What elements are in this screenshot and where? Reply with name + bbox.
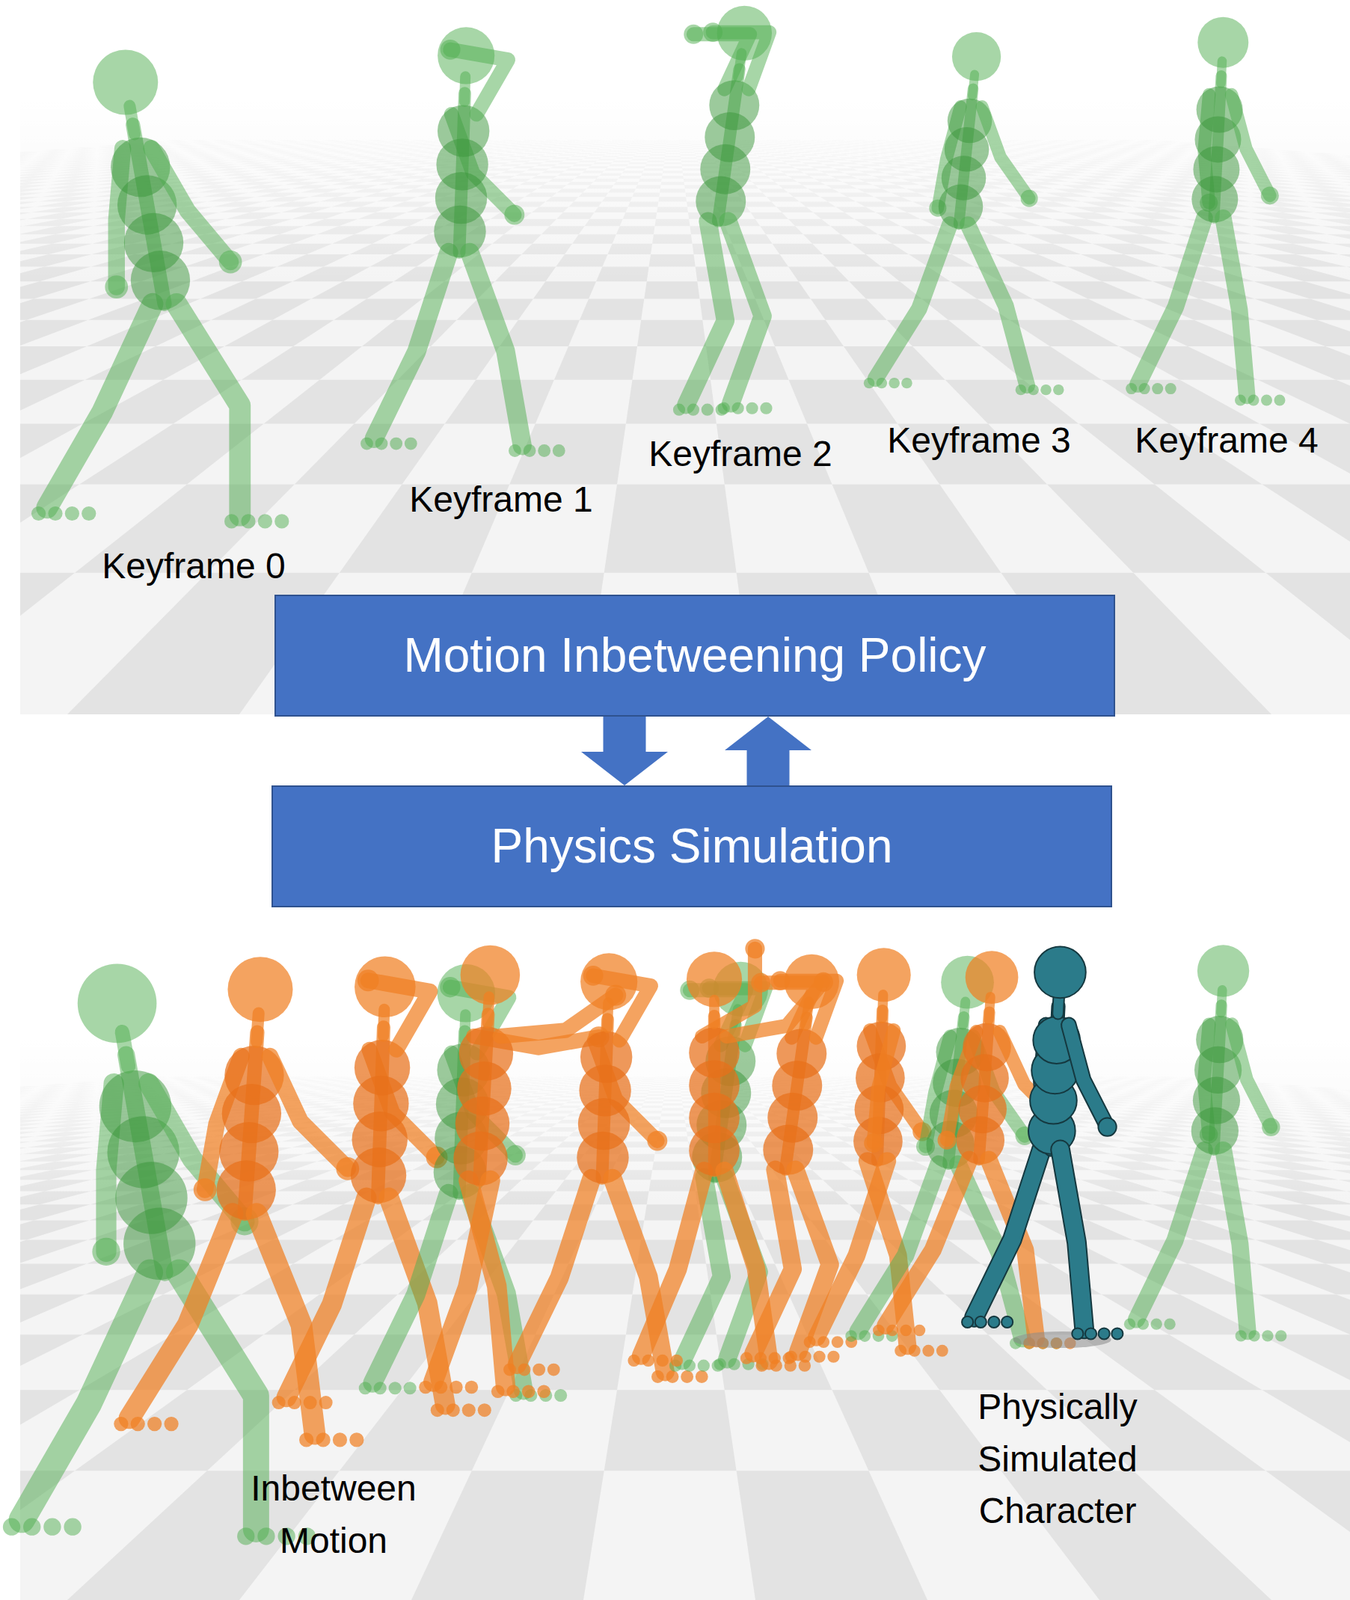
floor-base	[20, 1039, 1350, 1600]
floor	[20, 1039, 1350, 1600]
